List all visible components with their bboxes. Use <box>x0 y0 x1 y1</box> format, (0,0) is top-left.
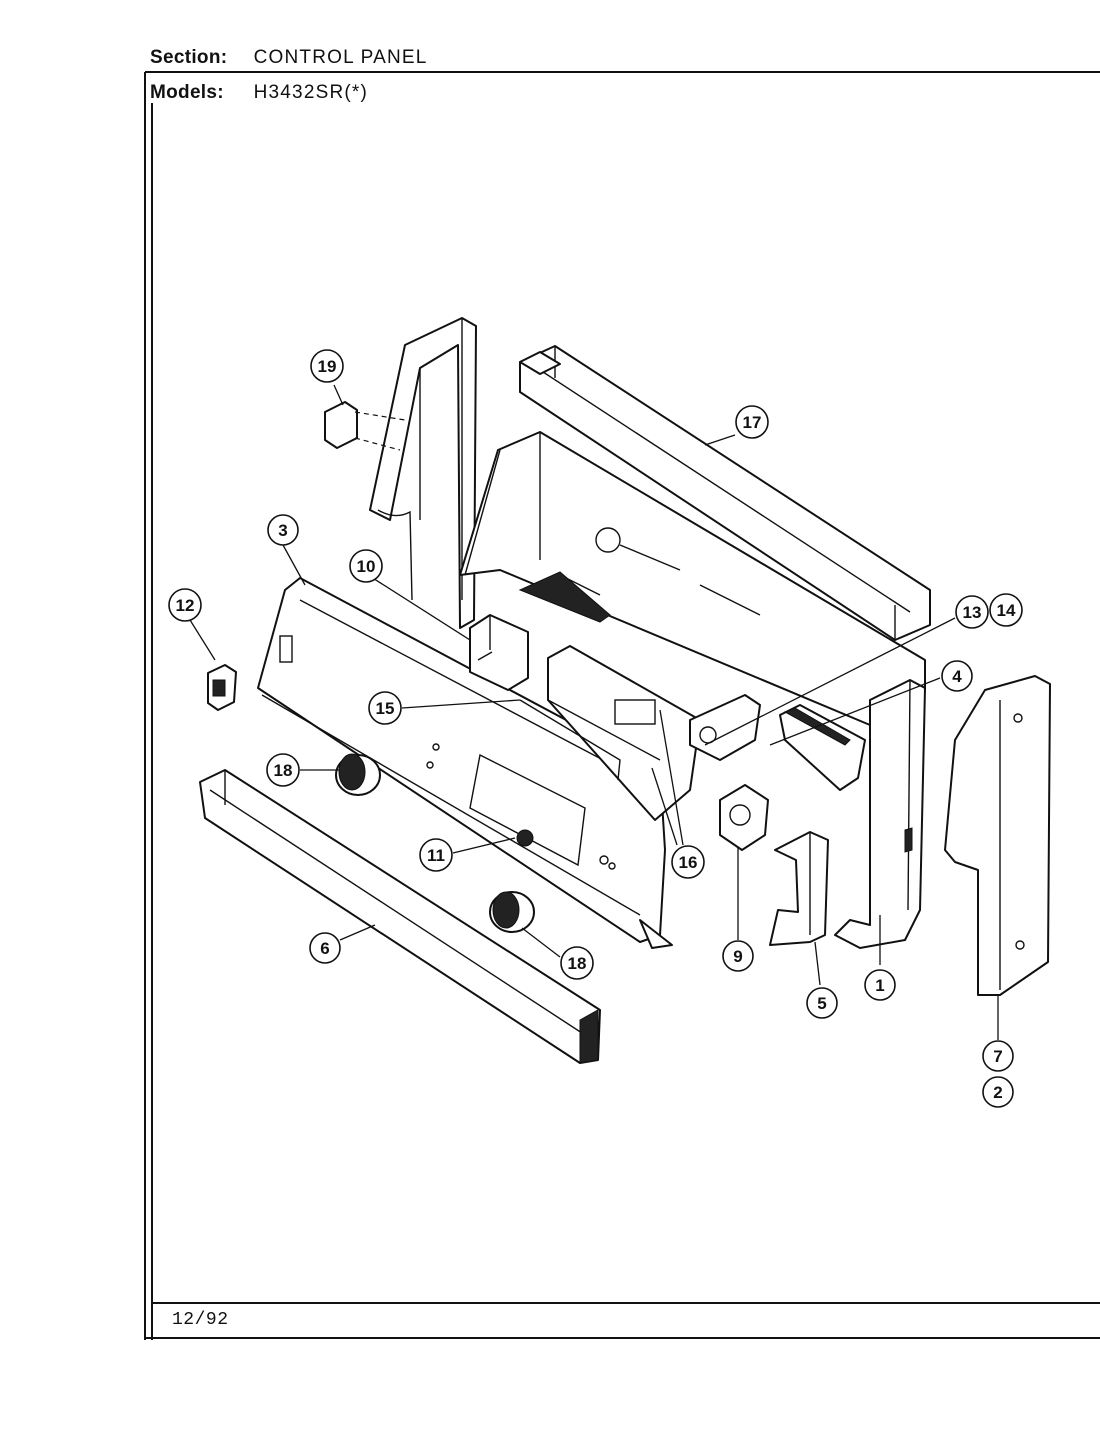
svg-text:19: 19 <box>318 357 337 376</box>
section-value: CONTROL PANEL <box>253 47 428 68</box>
page-frame <box>144 71 1100 1340</box>
part-trim-strip-6 <box>199 769 601 1064</box>
svg-text:16: 16 <box>679 853 698 872</box>
svg-text:6: 6 <box>320 939 329 958</box>
callout-18-upper: 18 <box>266 753 300 787</box>
part-knob-upper <box>335 753 381 796</box>
callout-5: 5 <box>806 987 838 1019</box>
callout-2: 2 <box>982 1076 1014 1108</box>
svg-text:3: 3 <box>278 521 287 540</box>
svg-text:7: 7 <box>993 1047 1002 1066</box>
callout-9: 9 <box>722 940 754 972</box>
callout-10: 10 <box>349 549 383 583</box>
svg-text:13: 13 <box>963 603 982 622</box>
part-side-bracket <box>369 317 477 629</box>
part-end-cap-7 <box>944 675 1051 996</box>
callout-4: 4 <box>941 660 973 692</box>
svg-text:4: 4 <box>952 667 962 686</box>
callout-19: 19 <box>310 349 344 383</box>
svg-text:1: 1 <box>875 976 884 995</box>
section-header: Section: CONTROL PANEL <box>150 47 428 69</box>
models-header: Models: H3432SR(*) <box>150 82 368 104</box>
svg-text:18: 18 <box>568 954 587 973</box>
svg-text:5: 5 <box>817 994 826 1013</box>
callout-7: 7 <box>982 1040 1014 1072</box>
svg-text:10: 10 <box>357 557 376 576</box>
callout-14: 14 <box>989 593 1023 627</box>
callout-17: 17 <box>735 405 769 439</box>
part-rocker-switch-12 <box>207 664 237 711</box>
part-thermostat-9 <box>719 784 769 851</box>
callout-11: 11 <box>419 838 453 872</box>
callout-6: 6 <box>309 932 341 964</box>
callout-3: 3 <box>267 514 299 546</box>
callout-12: 12 <box>168 588 202 622</box>
part-knob-lower <box>489 891 535 933</box>
footer-date: 12/92 <box>172 1310 229 1330</box>
svg-text:18: 18 <box>274 761 293 780</box>
part-switch-19 <box>324 401 406 451</box>
part-top-rail <box>519 345 931 641</box>
callout-15: 15 <box>368 691 402 725</box>
part-right-bracket <box>834 679 926 949</box>
part-bracket-5 <box>769 831 829 946</box>
leader-lines <box>189 384 999 1040</box>
models-label: Models: <box>150 82 224 103</box>
callout-16: 16 <box>671 845 705 879</box>
callout-13: 13 <box>955 595 989 629</box>
svg-text:14: 14 <box>997 601 1016 620</box>
svg-text:17: 17 <box>743 413 762 432</box>
svg-text:11: 11 <box>427 846 445 865</box>
svg-text:12: 12 <box>176 596 195 615</box>
svg-text:2: 2 <box>993 1083 1002 1102</box>
part-clock-board <box>689 694 761 761</box>
callout-1: 1 <box>864 969 896 1001</box>
callout-18-lower: 18 <box>560 946 594 980</box>
section-label: Section: <box>150 47 228 68</box>
models-value: H3432SR(*) <box>253 82 369 103</box>
part-inner-frame <box>519 645 701 821</box>
part-timer-10 <box>469 614 529 691</box>
svg-text:9: 9 <box>733 947 742 966</box>
svg-text:15: 15 <box>376 699 395 718</box>
